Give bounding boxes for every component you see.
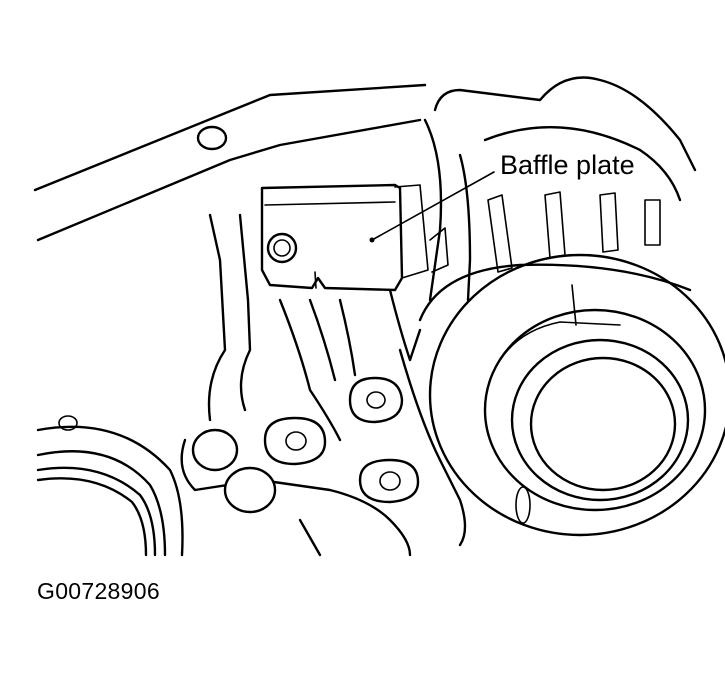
plug	[223, 466, 277, 514]
baffle-plate-label: Baffle plate	[500, 150, 635, 180]
plug	[191, 428, 239, 472]
case-rib	[544, 191, 566, 259]
callout-leader-line	[371, 171, 495, 241]
bolt-boss	[358, 458, 420, 504]
baffle-bolt	[266, 232, 298, 264]
case-center-web	[207, 213, 467, 547]
case-flange	[33, 83, 427, 242]
figure-id: G00728906	[37, 578, 160, 604]
case-rib	[487, 194, 513, 273]
case-lower-body	[180, 428, 412, 557]
case-upper-right	[423, 76, 697, 302]
right-bearing-bore	[418, 253, 725, 537]
case-rib	[644, 199, 661, 246]
bolt-boss	[263, 416, 327, 466]
case-rib	[599, 192, 619, 253]
baffle-plate	[260, 183, 449, 292]
left-bearing-bore	[36, 415, 184, 557]
bolt-boss	[348, 376, 404, 424]
flange-bolt-hole	[196, 125, 228, 151]
callout-anchor-dot	[369, 237, 375, 243]
